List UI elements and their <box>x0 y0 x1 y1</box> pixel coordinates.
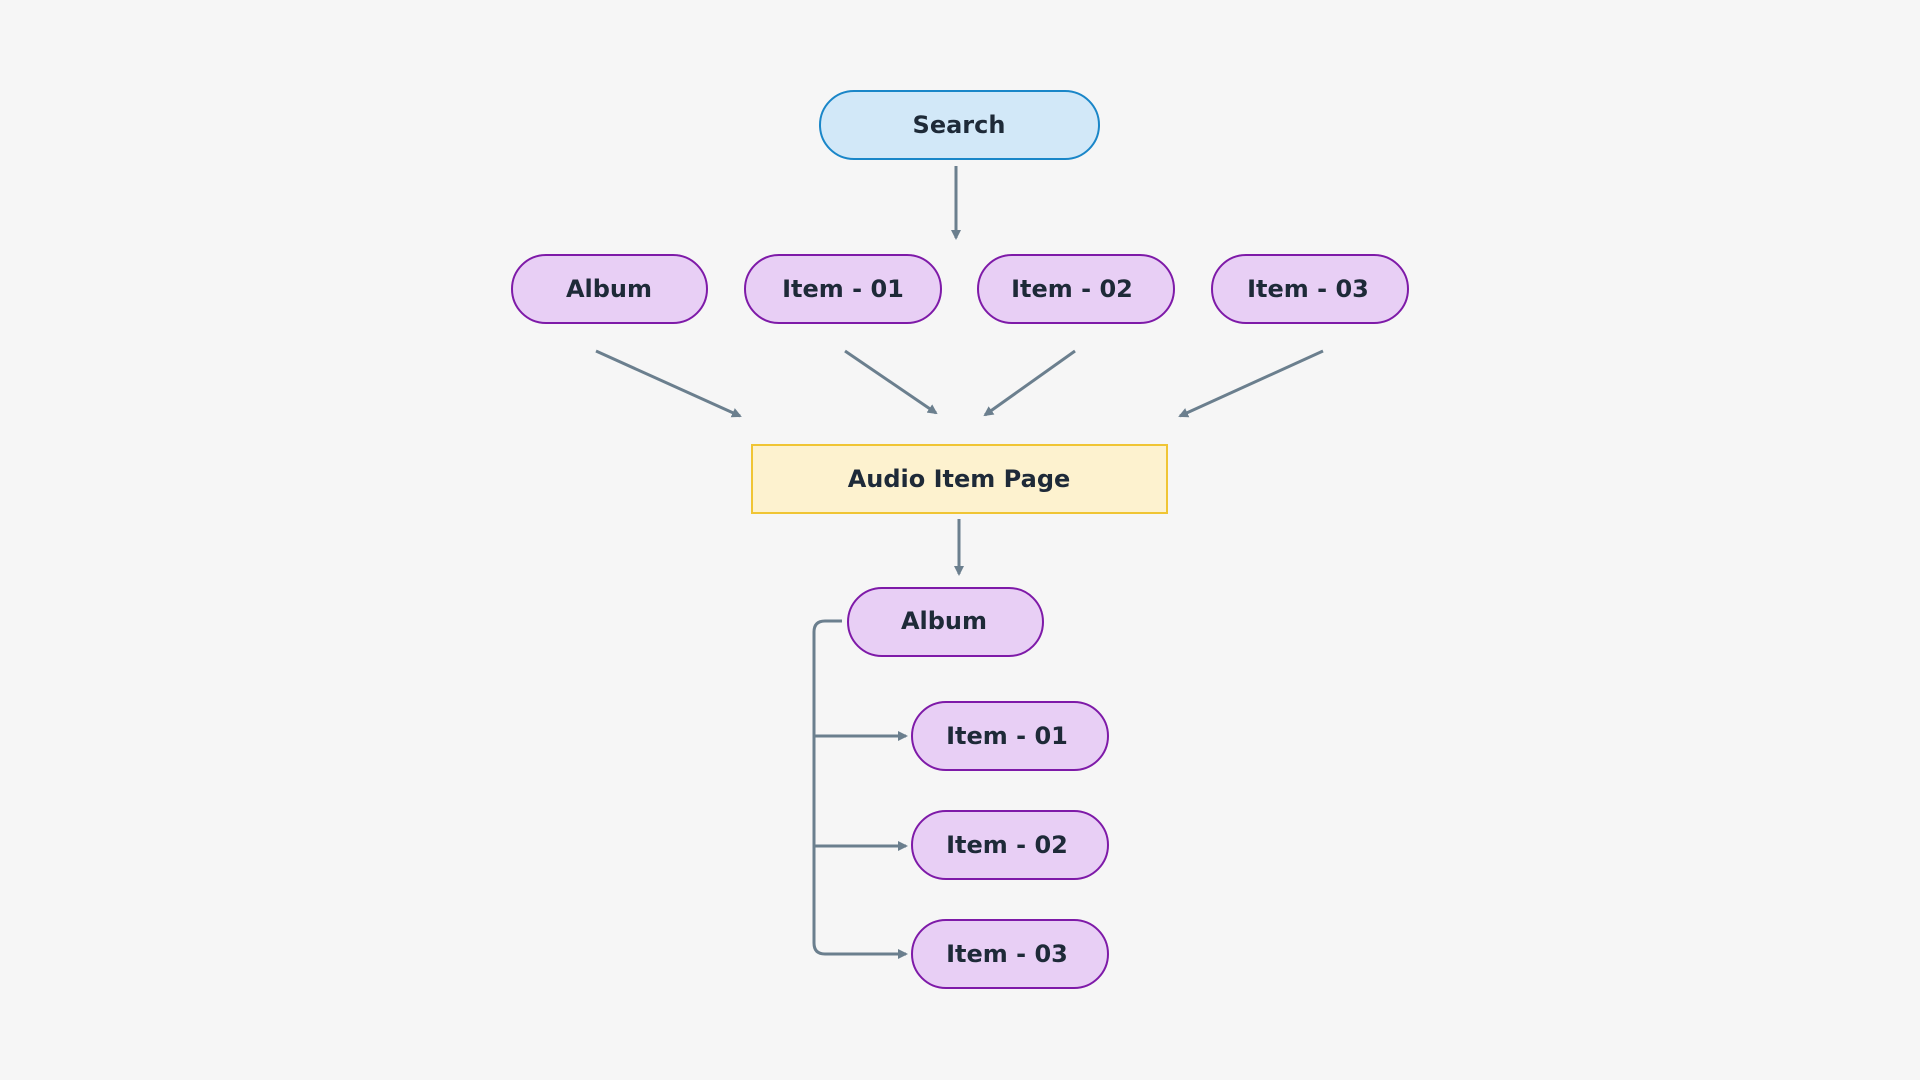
arrow-item02-to-page <box>983 349 1076 417</box>
audio-item-page-node[interactable]: Audio Item Page <box>751 444 1168 514</box>
arrow-item01-to-page <box>844 349 938 415</box>
top-item-03-label: Item - 03 <box>1247 275 1369 303</box>
top-item-02-node[interactable]: Item - 02 <box>977 254 1175 324</box>
bottom-item-03-node[interactable]: Item - 03 <box>911 919 1109 989</box>
bottom-item-01-node[interactable]: Item - 01 <box>911 701 1109 771</box>
arrow-item03-to-page <box>1178 349 1324 418</box>
top-item-01-label: Item - 01 <box>782 275 904 303</box>
top-item-01-node[interactable]: Item - 01 <box>744 254 942 324</box>
bottom-album-node[interactable]: Album <box>847 587 1044 657</box>
bottom-item-02-node[interactable]: Item - 02 <box>911 810 1109 880</box>
bottom-album-label: Album <box>901 607 987 635</box>
bottom-item-03-label: Item - 03 <box>946 940 1068 968</box>
bottom-item-01-label: Item - 01 <box>946 722 1068 750</box>
top-item-03-node[interactable]: Item - 03 <box>1211 254 1409 324</box>
audio-item-page-label: Audio Item Page <box>848 465 1071 493</box>
search-node[interactable]: Search <box>819 90 1100 160</box>
bracket-connector <box>812 619 842 956</box>
bottom-item-02-label: Item - 02 <box>946 831 1068 859</box>
connectors <box>595 166 1324 959</box>
top-album-node[interactable]: Album <box>511 254 708 324</box>
search-label: Search <box>913 111 1006 139</box>
arrow-album-to-page <box>595 349 742 418</box>
top-item-02-label: Item - 02 <box>1011 275 1133 303</box>
top-album-label: Album <box>566 275 652 303</box>
